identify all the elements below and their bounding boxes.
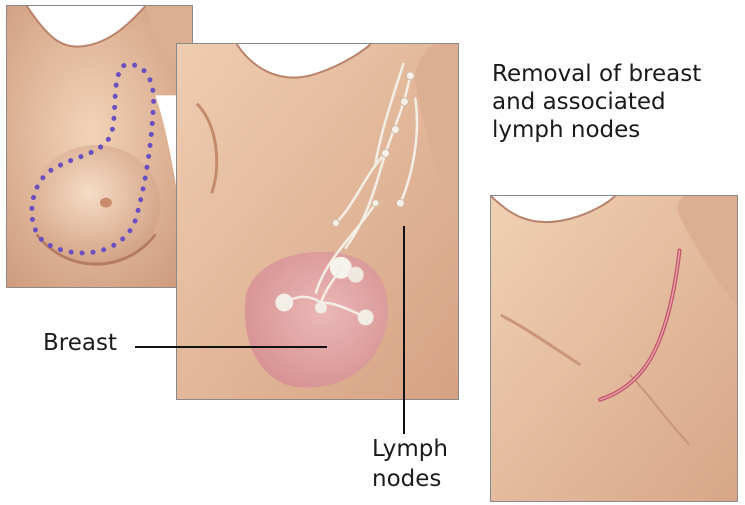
preoperative-illustration-art bbox=[7, 6, 192, 287]
lymph-nodes-leader-line bbox=[403, 226, 405, 434]
preoperative-illustration bbox=[6, 5, 193, 288]
postoperative-illustration-art bbox=[491, 196, 737, 501]
lymph-nodes-label-line-2: nodes bbox=[372, 464, 448, 494]
lymph-nodes-label-line-1: Lymph bbox=[372, 434, 448, 464]
caption-line-2: and associated bbox=[492, 88, 701, 116]
caption-line-3: lymph nodes bbox=[492, 116, 701, 144]
lymph-nodes-label: Lymph nodes bbox=[372, 434, 448, 494]
breast-leader-line bbox=[135, 346, 327, 348]
postoperative-illustration bbox=[490, 195, 738, 502]
breast-label: Breast bbox=[43, 330, 117, 356]
caption-line-1: Removal of breast bbox=[492, 60, 701, 88]
procedure-caption: Removal of breast and associated lymph n… bbox=[492, 60, 701, 144]
